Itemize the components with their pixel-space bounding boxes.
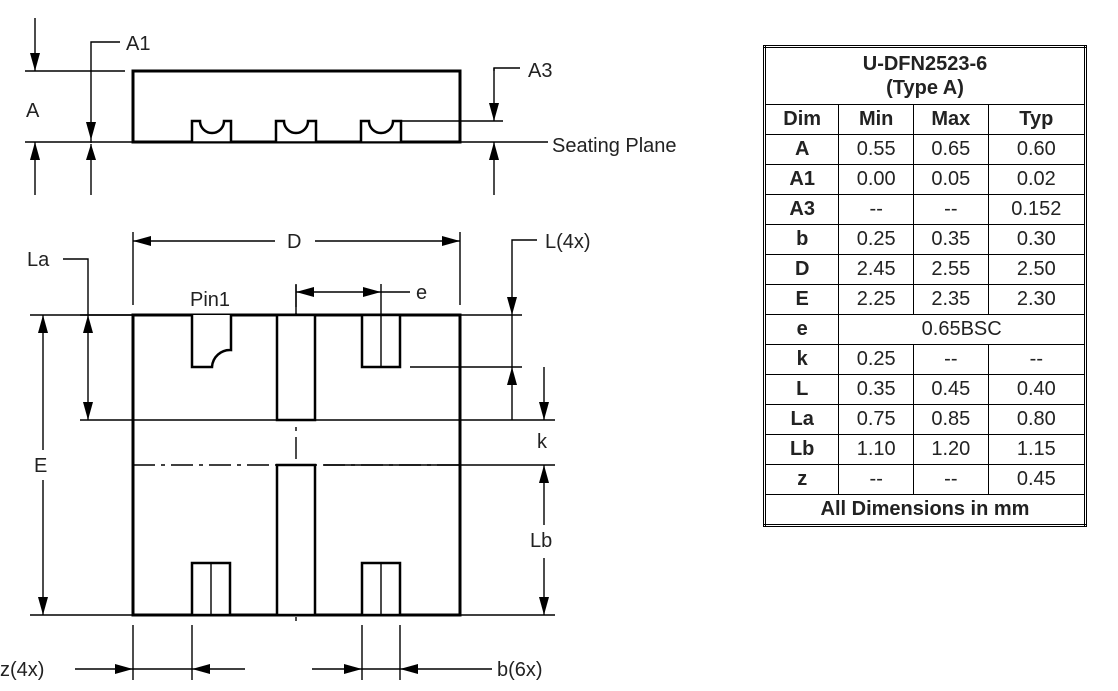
cell-dim: b: [763, 224, 840, 255]
label-d: D: [287, 231, 301, 253]
cell-typ: 1.15: [987, 434, 1087, 465]
cell-max: --: [913, 194, 989, 225]
label-seating-plane: Seating Plane: [552, 135, 677, 157]
cell-dim: Lb: [763, 434, 840, 465]
label-k: k: [537, 431, 548, 453]
cell-dim: z: [763, 464, 840, 495]
cell-typ: 0.60: [987, 134, 1087, 165]
label-pin1: Pin1: [190, 289, 230, 311]
cell-max: 2.35: [913, 284, 989, 315]
cell-max: 0.65: [913, 134, 989, 165]
cell-dim: E: [763, 284, 840, 315]
label-a1: A1: [126, 33, 150, 55]
label-e-width: E: [34, 455, 47, 477]
label-e-pitch: e: [416, 282, 427, 304]
cell-dim: A3: [763, 194, 840, 225]
label-lb: Lb: [530, 530, 552, 552]
cell-typ: 2.30: [987, 284, 1087, 315]
cell-min: 0.25: [838, 344, 915, 375]
cell-min: 0.75: [838, 404, 915, 435]
cell-dim: e: [763, 314, 840, 345]
cell-typ: 0.40: [987, 374, 1087, 405]
package-side-body: [131, 69, 462, 144]
cell-typ: 2.50: [987, 254, 1087, 285]
table-title: U-DFN2523-6 (Type A): [764, 46, 1086, 105]
label-b: b(6x): [497, 659, 543, 681]
side-view: A1 A A3 Seating Plane: [25, 18, 677, 195]
top-pad-center: [275, 313, 317, 422]
cell-typ: 0.02: [987, 164, 1087, 195]
label-a: A: [26, 100, 40, 122]
cell-typ: 0.80: [987, 404, 1087, 435]
bottom-pad-center: [275, 463, 317, 617]
cell-dim: k: [763, 344, 840, 375]
cell-min: 0.00: [838, 164, 915, 195]
cell-min: 0.35: [838, 374, 915, 405]
table-title-line1: U-DFN2523-6: [862, 53, 988, 75]
cell-min: 0.25: [838, 224, 915, 255]
cell-max: 0.45: [913, 374, 989, 405]
cell-min: 2.25: [838, 284, 915, 315]
label-a3: A3: [528, 60, 552, 82]
cell-dim: A1: [763, 164, 840, 195]
cell-typ: 0.30: [987, 224, 1087, 255]
cell-typ: 0.45: [987, 464, 1087, 495]
side-pad: [274, 119, 318, 142]
table-row: z----0.45: [763, 464, 1087, 495]
cell-min: 2.45: [838, 254, 915, 285]
cell-min: --: [838, 464, 915, 495]
table-row: A3----0.152: [763, 194, 1087, 225]
label-z: z(4x): [0, 659, 44, 681]
cell-dim: A: [763, 134, 840, 165]
cell-max: --: [913, 464, 989, 495]
cell-dim: D: [763, 254, 840, 285]
header-max: Max: [913, 104, 989, 135]
cell-max: 0.35: [913, 224, 989, 255]
label-la: La: [27, 249, 50, 271]
cell-min: 0.55: [838, 134, 915, 165]
cell-max: 0.05: [913, 164, 989, 195]
header-min: Min: [838, 104, 915, 135]
cell-max: 0.85: [913, 404, 989, 435]
cell-max: 2.55: [913, 254, 989, 285]
cell-min: 1.10: [838, 434, 915, 465]
cell-typ: 0.152: [987, 194, 1087, 225]
cell-bsc: 0.65BSC: [838, 314, 1086, 345]
header-typ: Typ: [987, 104, 1087, 135]
top-view: D e Pin1 La E L(4x): [0, 231, 591, 681]
side-pad: [359, 119, 403, 142]
cell-dim: L: [763, 374, 840, 405]
cell-dim: La: [763, 404, 840, 435]
pin1-pad: [190, 315, 233, 369]
table-title-line2: (Type A): [886, 77, 964, 99]
cell-min: --: [838, 194, 915, 225]
cell-max: --: [913, 344, 989, 375]
cell-typ: --: [987, 344, 1087, 375]
label-l: L(4x): [545, 231, 591, 253]
side-pad: [190, 119, 233, 142]
cell-max: 1.20: [913, 434, 989, 465]
table-footer: All Dimensions in mm: [764, 494, 1086, 526]
table-header-row: Dim Min Max Typ: [763, 104, 1087, 135]
header-dim: Dim: [763, 104, 840, 135]
